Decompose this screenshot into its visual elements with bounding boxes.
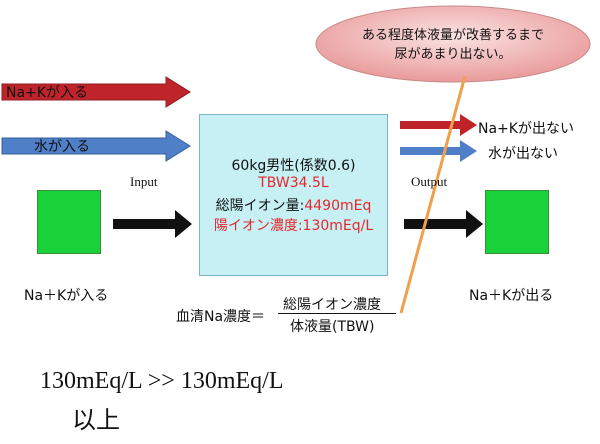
bubble-text: ある程度体液量が改善するまで 尿があまり出ない。: [318, 26, 588, 64]
label-water-out: 水が出ない: [488, 146, 558, 162]
speech-bubble: [315, 5, 591, 83]
patient-profile: 60kg男性(係数0.6): [231, 158, 356, 174]
label-nak-in-bottom: Na＋Kが入る: [24, 288, 109, 304]
pointer-line: [399, 75, 467, 314]
label-water-in: 水が入る: [34, 139, 90, 155]
formula-numerator: 総陽イオン濃度: [283, 297, 381, 313]
green-box-input: [37, 190, 101, 254]
total-cation-label: 総陽イオン量:: [215, 198, 305, 214]
blue-arrow-in: [1, 130, 191, 162]
conclusion-line-1: 130mEq/L >> 130mEq/L: [40, 368, 284, 394]
conclusion-line-2: 以上: [72, 408, 120, 434]
formula-lhs: 血清Na濃度＝: [176, 309, 266, 325]
label-nak-out-bottom: Na＋Kが出る: [469, 288, 554, 304]
label-nak-in-top: Na+Kが入る: [6, 85, 88, 101]
green-box-output: [485, 190, 549, 254]
cation-concentration-row: 陽イオン濃度:130mEq/L: [200, 215, 387, 235]
cation-concentration-value: :130mEq/L: [297, 218, 374, 234]
total-cation-row: 総陽イオン量:4490mEq: [200, 195, 387, 215]
formula-denominator: 体液量(TBW): [290, 319, 375, 335]
cation-concentration-label: 陽イオン濃度: [213, 218, 298, 234]
red-arrow-in: [1, 76, 191, 108]
blue-arrow-out: [400, 140, 477, 162]
formula-fraction-bar: [278, 313, 396, 314]
black-arrow-in: [113, 210, 192, 238]
bubble-line-2: 尿があまり出ない。: [394, 47, 512, 62]
red-arrow-out: [400, 114, 477, 136]
label-input: Input: [130, 174, 158, 189]
total-cation-value: 4490mEq: [304, 198, 372, 214]
bubble-line-1: ある程度体液量が改善するまで: [361, 28, 544, 43]
label-nak-out-top: Na+Kが出ない: [478, 121, 574, 137]
label-output: Output: [411, 174, 448, 189]
patient-box: 60kg男性(係数0.6) TBW34.5L 総陽イオン量:4490mEq 陽イ…: [199, 114, 388, 276]
tbw-value: TBW34.5L: [258, 175, 329, 191]
black-arrow-out: [404, 210, 483, 238]
